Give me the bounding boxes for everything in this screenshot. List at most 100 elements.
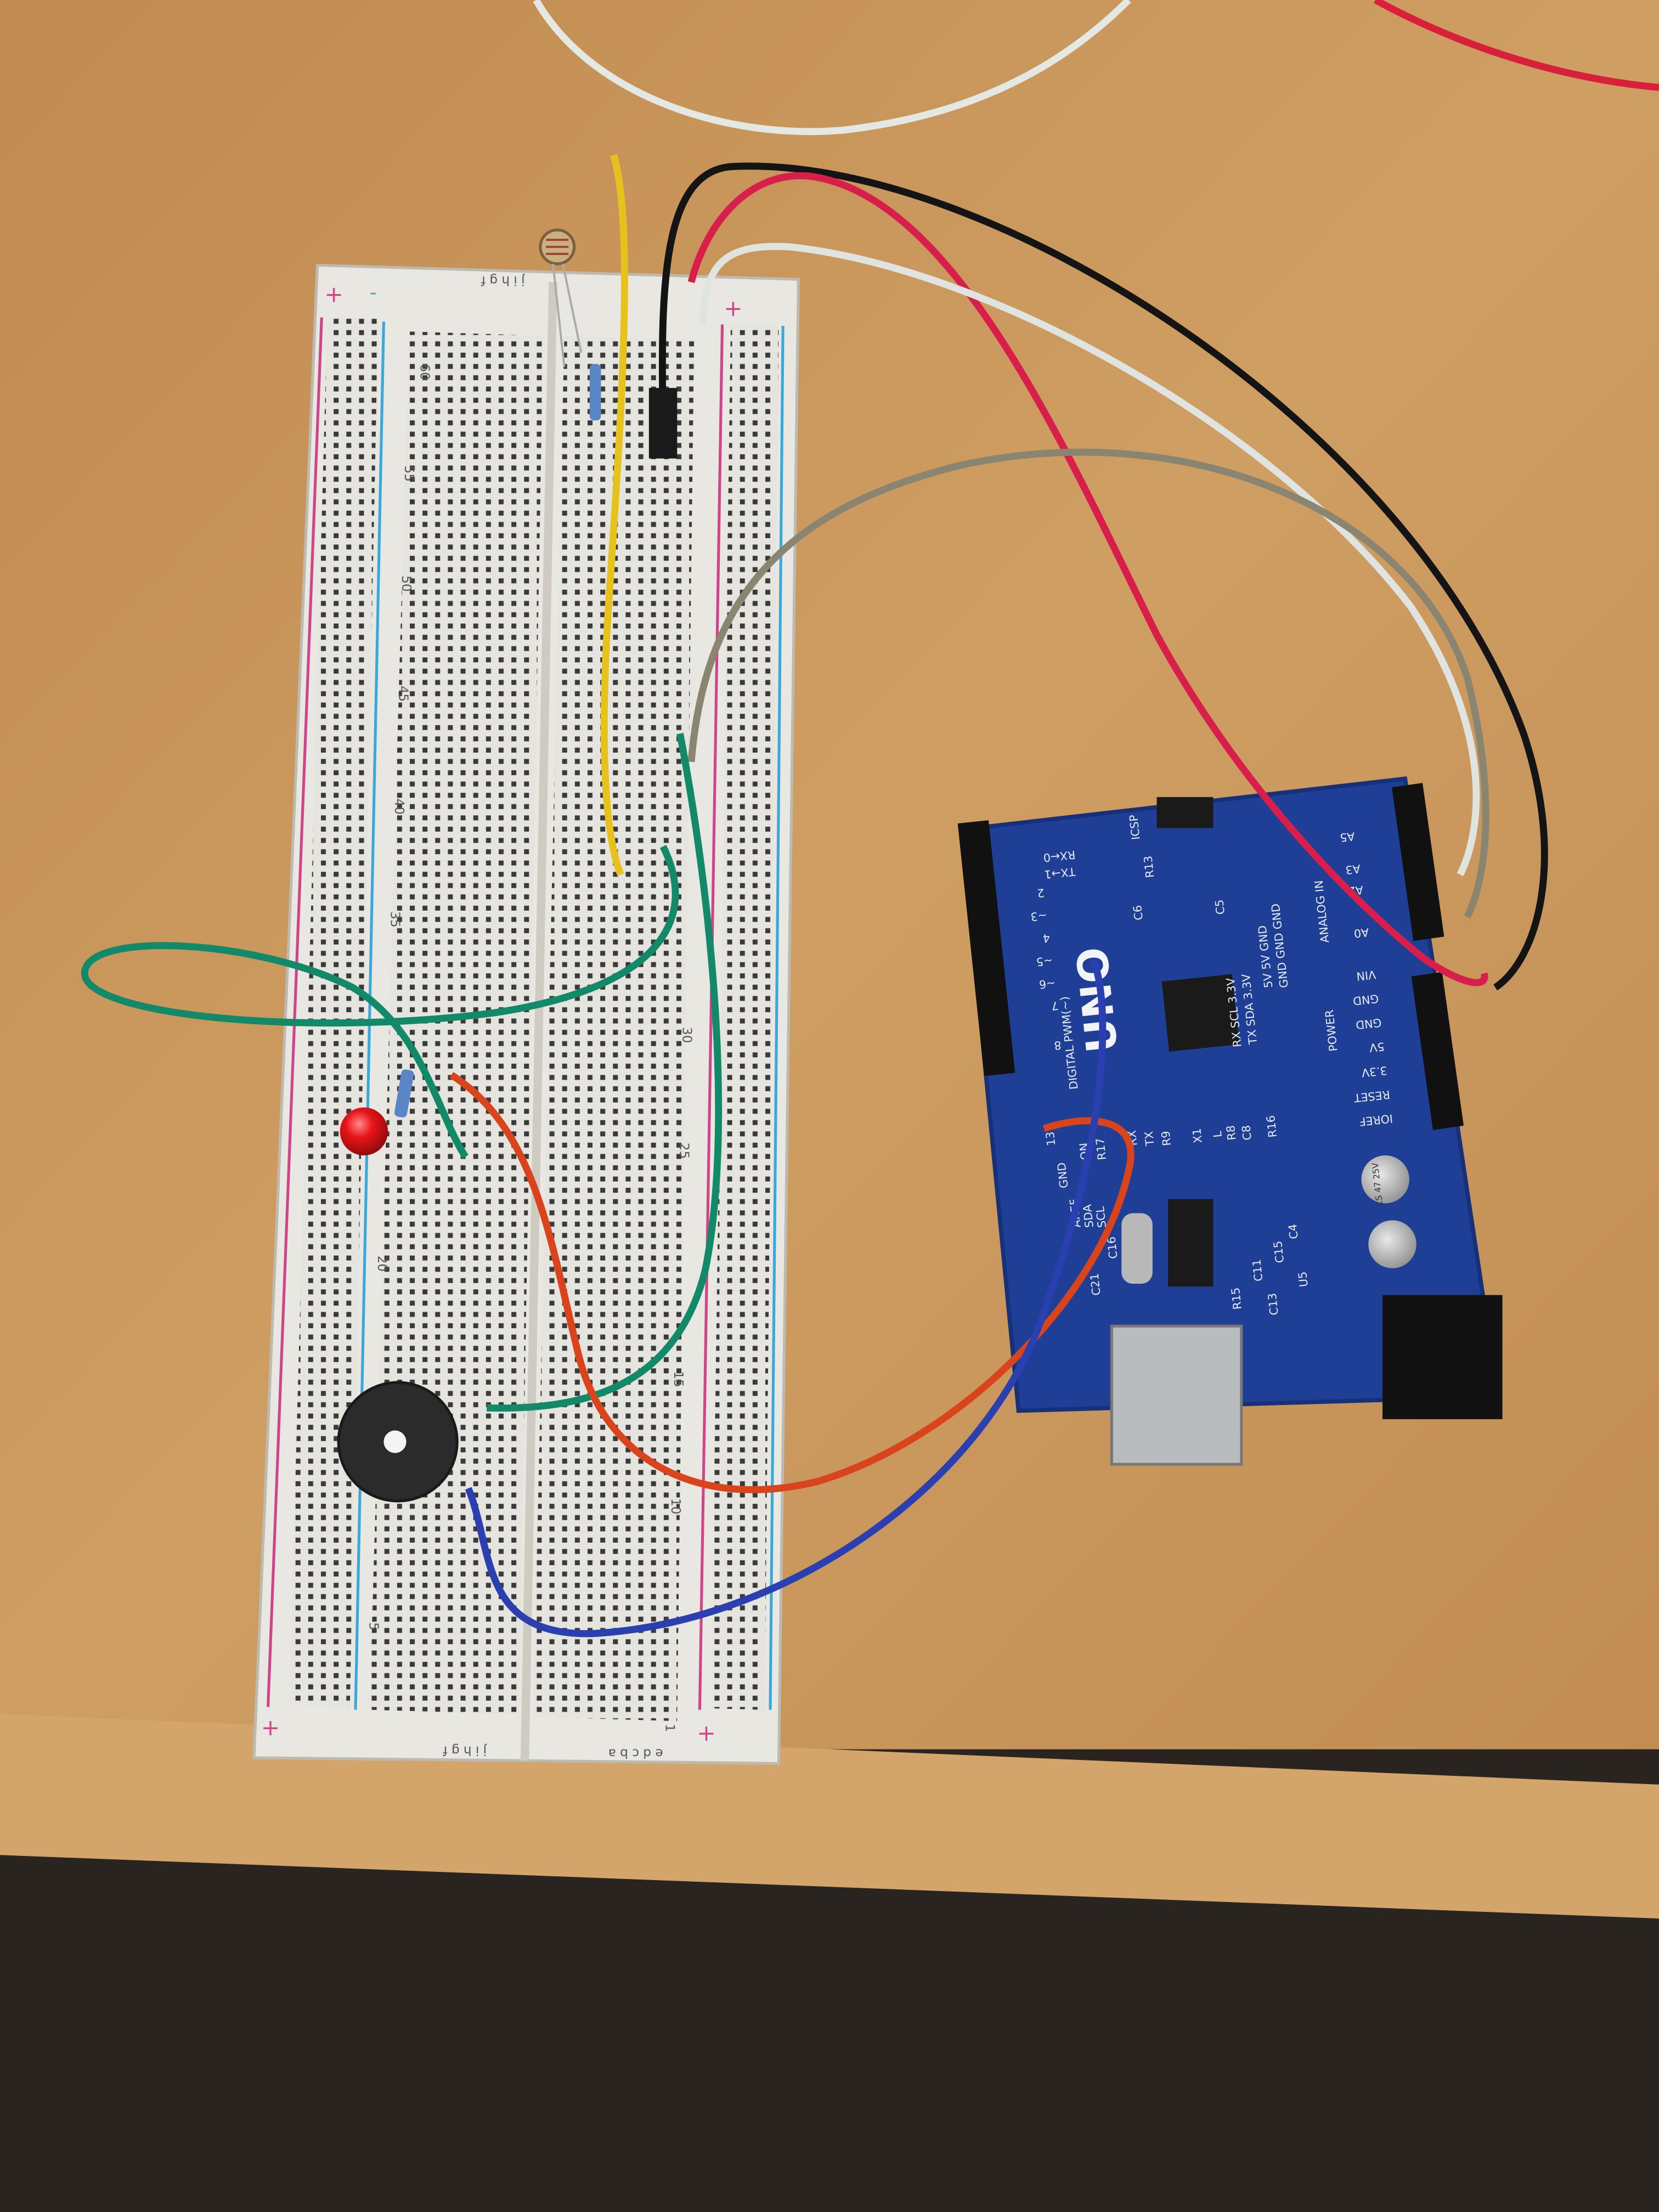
pin-label: SDA — [1081, 1204, 1096, 1228]
pin-label: 8 — [1053, 1039, 1062, 1052]
rail-plus-top-left: + — [324, 281, 343, 307]
component-label: C11 — [1250, 1259, 1265, 1282]
component-label: C6 — [1131, 905, 1146, 921]
pin-label: ~3 — [1030, 909, 1048, 923]
tx-label: TX→1 — [1043, 865, 1076, 881]
arduino-uno-board: UNO POWER ANALOG IN DIGITAL PWM(~) ICSP … — [957, 776, 1503, 1466]
pin-label: VIN — [1356, 968, 1376, 983]
component-label: C8 — [1239, 1125, 1254, 1141]
column-letters-left-bottom: j i h g f — [443, 1743, 488, 1757]
row-number: 30 — [680, 1027, 694, 1043]
column-letters-left-top: j i h g f — [481, 273, 526, 287]
red-wire-top — [1374, 0, 1659, 91]
row-number: 55 — [402, 466, 416, 482]
rail-line-red-left — [267, 317, 323, 1707]
led-label: L — [1211, 1130, 1224, 1138]
rail-plus-bottom-right: + — [697, 1720, 715, 1746]
row-number: 50 — [399, 575, 413, 591]
photoresistor — [539, 228, 583, 367]
black-wire — [658, 162, 1548, 991]
table-edge — [0, 1714, 1659, 1919]
rail-minus-top-left: - — [370, 281, 377, 304]
pin-label: A0 — [1353, 926, 1370, 940]
led-label: TX — [1142, 1131, 1157, 1147]
crystal — [1121, 1213, 1153, 1284]
grey-wire — [687, 448, 1489, 919]
i2c-labels: RX SCL 3.3V TX SDA 3.3V 5V 5V GND GND GN… — [1224, 903, 1291, 1048]
component-labels: R13 C6 C5 R17 R9 X1 R8 C8 R16 C4 C15 C11… — [1088, 855, 1311, 1316]
resistor-top — [589, 364, 601, 421]
row-number: 35 — [387, 911, 402, 927]
pin-label: A3 — [1345, 862, 1361, 877]
component-label: C21 — [1088, 1273, 1103, 1296]
icsp-header — [1156, 797, 1214, 828]
analog-pin-labels: A0 A2 A3 A5 — [1339, 830, 1369, 940]
power-header — [1411, 972, 1464, 1130]
led-resistor — [394, 1069, 414, 1118]
row-number: 40 — [392, 798, 406, 814]
component-label: C13 — [1266, 1293, 1281, 1316]
pin-label: 5V — [1369, 1040, 1385, 1054]
row-numbers: 60 55 50 45 40 35 30 25 20 15 10 5 1 — [366, 364, 694, 1732]
row-number: 10 — [668, 1498, 682, 1514]
row-number: 1 — [663, 1724, 677, 1732]
row-number: 20 — [375, 1256, 389, 1272]
pin-label: 4 — [1042, 931, 1051, 945]
analog-header — [1391, 783, 1444, 941]
power-pin-labels: VIN GND GND 5V 3.3V RESET IOREF — [1352, 968, 1393, 1128]
buzzer-hole — [383, 1430, 407, 1453]
rail-plus-bottom-left: + — [261, 1714, 280, 1741]
pin-label: ~5 — [1036, 953, 1054, 968]
terminal-holes-right — [533, 336, 695, 1722]
white-wire-top — [533, 0, 1131, 136]
component-label: R17 — [1093, 1137, 1109, 1161]
pin-label: 3.3V — [1361, 1064, 1388, 1080]
component-label: R15 — [1229, 1287, 1244, 1311]
pin-label: GND — [1355, 1016, 1382, 1032]
column-letters-right-bottom: e d c b a — [608, 1746, 663, 1760]
component-label: C5 — [1212, 899, 1227, 915]
usb-chip — [1168, 1199, 1214, 1287]
left-rail-holes — [289, 317, 379, 1707]
digital-header — [957, 820, 1015, 1076]
component-label: U5 — [1296, 1271, 1311, 1288]
center-trench — [520, 282, 557, 1761]
pin-label: A5 — [1339, 830, 1356, 844]
capacitor-2 — [1368, 1220, 1417, 1268]
component-label: R16 — [1264, 1115, 1279, 1138]
row-number: 60 — [417, 364, 431, 380]
red-led — [340, 1107, 388, 1155]
red-wire — [687, 172, 1488, 986]
terminal-holes-left — [369, 331, 543, 1714]
component-label: R9 — [1159, 1130, 1174, 1147]
digital-pin-labels: 2 ~3 4 ~5 ~6 7 8 — [1030, 886, 1062, 1052]
dc-power-jack — [1383, 1295, 1503, 1419]
component-label: X1 — [1190, 1127, 1205, 1144]
row-number: 25 — [676, 1143, 691, 1159]
pin-label: 2 — [1036, 886, 1045, 900]
orange-wire — [449, 1072, 1135, 1493]
green-wire-1 — [81, 844, 679, 1159]
pin-label: SCL — [1093, 1205, 1109, 1228]
usb-port — [1110, 1324, 1243, 1466]
icsp-label: ICSP — [1127, 814, 1143, 840]
jumper-connector — [648, 388, 678, 459]
pin-label: GND — [1055, 1162, 1071, 1189]
rail-plus-top-right: + — [724, 295, 742, 321]
pin-label: 13 — [1043, 1131, 1058, 1147]
pin-label: 7 — [1051, 999, 1059, 1013]
component-label: C15 — [1271, 1240, 1286, 1264]
floor — [0, 1855, 1659, 2212]
row-number: 5 — [366, 1622, 381, 1630]
component-label: C16 — [1104, 1236, 1120, 1260]
pin-label: GND — [1352, 992, 1379, 1008]
row-number: 45 — [396, 686, 410, 702]
component-label: R13 — [1141, 855, 1156, 879]
yellow-wire — [600, 154, 628, 876]
right-rail-holes — [711, 324, 779, 1710]
component-label: C4 — [1286, 1223, 1301, 1240]
row-number: 15 — [671, 1371, 685, 1387]
capacitor-1 — [1361, 1155, 1409, 1204]
white-wire — [699, 242, 1480, 877]
